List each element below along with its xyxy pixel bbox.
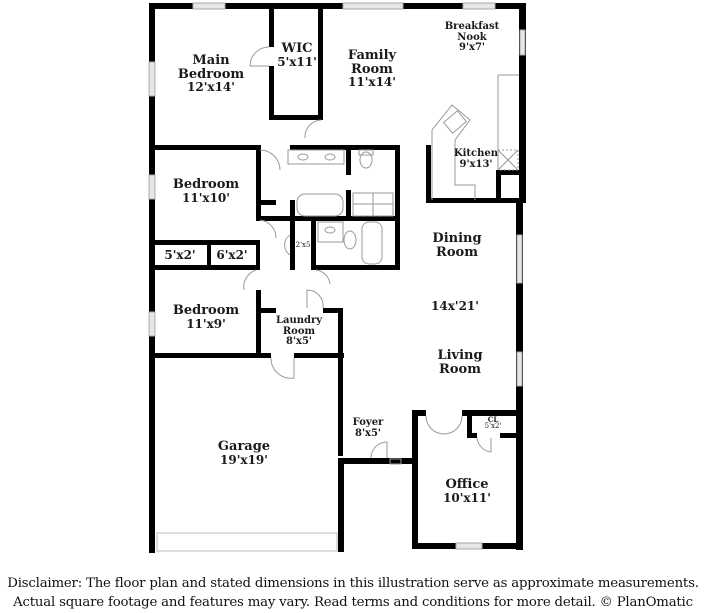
room-name: Room [439,361,481,377]
room-label-breakfast-nook: Breakfast Nook 9'x7' [444,21,500,54]
room-name: Family [347,48,397,63]
room-dimensions: 11'x9' [186,316,226,331]
room-label-closet-a: 5'x2' [164,249,195,262]
room-name: WIC [281,41,313,56]
room-dimensions: 5'x2' [484,422,502,431]
room-label-office: Office 10'x11' [443,478,491,504]
room-label-dining-living-dimensions: 14x'21' [431,300,479,313]
room-dimensions: 2'x5' [295,241,313,249]
room-name: Main [192,53,230,68]
room-dimensions: 10'x11' [443,490,491,505]
room-name: Bedroom [172,303,240,318]
room-dimensions: 9'x7' [458,42,485,53]
room-name: Dining [432,231,482,246]
room-name: Kitchen [453,148,499,159]
room-label-laundry-room: Laundry Room 8'x5' [275,315,323,348]
fixtures [243,46,519,465]
room-label-kitchen: Kitchen 9'x13' [453,148,499,170]
room-name: Garage [217,439,271,454]
room-label-bedroom-3: Bedroom 11'x9' [173,304,239,330]
interior-walls [149,3,523,456]
disclaimer: Disclaimer: The floor plan and stated di… [0,574,706,612]
room-name: Foyer [352,417,384,428]
room-dimensions: 9'x13' [459,158,493,170]
room-name: Bedroom [172,177,240,192]
room-label-foyer: Foyer 8'x5' [352,417,384,439]
room-label-bedroom-2: Bedroom 11'x10' [173,178,239,204]
room-label-linen-closet: 2'x5' [295,241,313,249]
room-dimensions: 5'x2' [164,248,196,262]
room-label-living-room: Living Room [437,349,482,376]
disclaimer-line-2: Actual square footage and features may v… [13,595,693,610]
room-label-closet-b: 6'x2' [216,249,247,262]
room-label-dining-room: Dining Room [432,232,481,259]
room-name: Breakfast [444,21,500,32]
room-dimensions: 11'x14' [348,75,396,90]
room-name: Room [436,244,478,260]
disclaimer-line-1: Disclaimer: The floor plan and stated di… [7,576,699,591]
room-label-office-closet: CL 5'x2' [485,416,502,431]
room-dimensions: 8'x5' [285,336,312,347]
room-label-family-room: Family Room 11'x14' [348,49,396,89]
room-name: Bedroom [177,66,245,82]
room-name: Room [282,325,316,337]
room-dimensions: 14x'21' [431,299,479,313]
room-name: CL [487,415,499,424]
floor-plan-drawing [148,2,526,553]
room-label-garage: Garage 19'x19' [218,440,270,466]
room-dimensions: 5'x11' [277,54,317,69]
room-dimensions: 8'x5' [354,427,382,439]
room-label-main-bedroom: Main Bedroom 12'x14' [178,54,244,94]
room-name: Nook [457,31,487,43]
room-dimensions: 19'x19' [220,452,268,467]
room-name: Room [351,61,393,77]
room-name: Living [437,348,483,363]
room-dimensions: 11'x10' [182,190,230,205]
room-name: Office [445,477,489,492]
room-dimensions: 12'x14' [187,80,235,95]
room-name: Laundry [275,315,323,326]
windows [148,2,526,552]
room-label-wic: WIC 5'x11' [277,42,317,68]
room-dimensions: 6'x2' [216,248,248,262]
